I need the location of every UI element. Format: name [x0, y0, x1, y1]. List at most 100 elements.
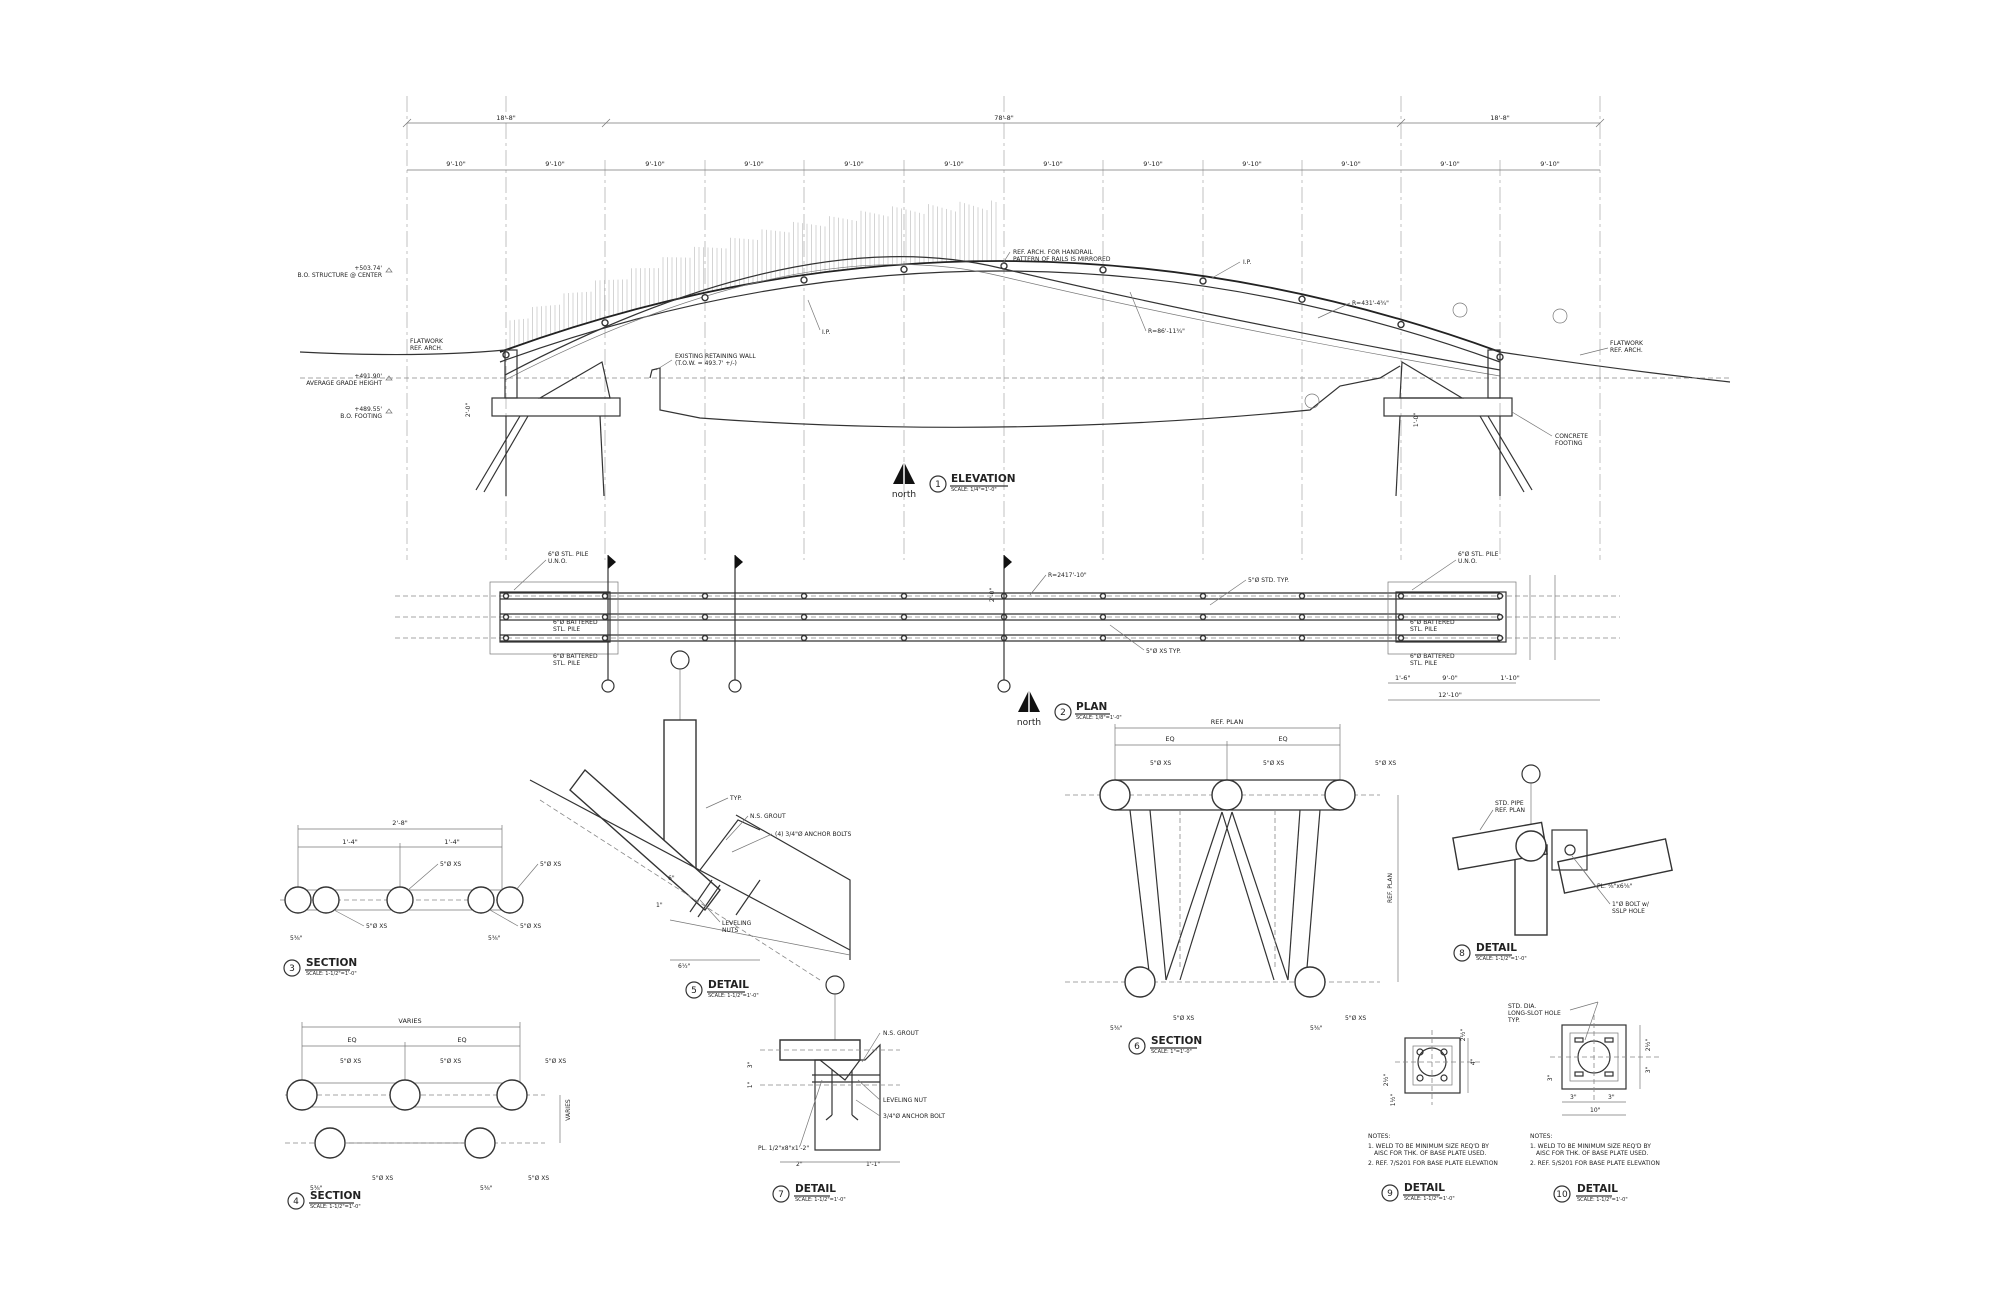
- dim-bay: 9'-10": [944, 160, 964, 168]
- plan-node: [601, 613, 609, 621]
- detail10-note: 1. WELD TO BE MINIMUM SIZE REQ'D BY: [1530, 1143, 1651, 1150]
- detail9-note: 1. WELD TO BE MINIMUM SIZE REQ'D BY: [1368, 1143, 1489, 1150]
- section4-small-dim: 5⅜": [480, 1185, 493, 1192]
- view-scale: SCALE: 1-1/2"=1'-0": [306, 971, 357, 977]
- battered-pile-left-1b: STL. PILE: [553, 626, 580, 633]
- dim-bay: 9'-10": [1143, 160, 1163, 168]
- view-number: 3: [289, 964, 295, 974]
- elev-marker-2-label: AVERAGE GRADE HEIGHT: [306, 380, 382, 387]
- view-title: DETAIL: [795, 1183, 836, 1195]
- dim-bay: 9'-10": [645, 160, 665, 168]
- battered-pile-left-1: 6"Ø BATTERED: [553, 619, 598, 626]
- section6-title-block: 6 SECTION SCALE: 1"=1'-0": [1128, 1035, 1202, 1055]
- detail9-notes-head: NOTES:: [1368, 1133, 1391, 1140]
- battered-pile-left-2b: STL. PILE: [553, 660, 580, 667]
- detail7-dim: 1": [747, 1081, 754, 1088]
- handrail-pickets: [509, 200, 997, 349]
- view-scale: SCALE: 1-1/2"=1'-0": [795, 1197, 846, 1203]
- view-title: SECTION: [310, 1190, 361, 1202]
- detail10-hole-3: TYP.: [1507, 1017, 1520, 1024]
- detail-7: N.S. GROUT LEVELING NUT 3/4"Ø ANCHOR BOL…: [747, 975, 945, 1203]
- plan-north-label: north: [1017, 718, 1041, 728]
- view-number: 2: [1060, 708, 1066, 718]
- section4-dim-eq: EQ: [457, 1036, 466, 1044]
- elevation-callouts: FLATWORK REF. ARCH. FLATWORK REF. ARCH. …: [410, 249, 1644, 447]
- flatwork-left-ref: REF. ARCH.: [410, 345, 443, 352]
- detail-8: STD. PIPE REF. PLAN PL. ⅝"x6⅝" 1"Ø BOLT …: [1452, 764, 1673, 962]
- radius-mid-label: R=86'-11¾": [1148, 328, 1185, 335]
- truss-node: [502, 351, 510, 359]
- plan-node: [601, 634, 609, 642]
- detail-5: TYP. N.S. GROUT (4) 3/4"Ø ANCHOR BOLTS L…: [529, 650, 851, 999]
- detail5-grout: N.S. GROUT: [750, 813, 786, 820]
- section4-label: 5"Ø XS: [340, 1058, 361, 1065]
- plan-node: [701, 634, 709, 642]
- detail7-dim: 2": [796, 1161, 803, 1168]
- dim-top-left: 18'-8": [496, 114, 516, 122]
- dim-bay: 9'-10": [744, 160, 764, 168]
- truss-node: [1397, 320, 1405, 329]
- view-title: SECTION: [1151, 1035, 1202, 1047]
- plan-std-label: 5"Ø STD. TYP.: [1248, 577, 1289, 584]
- view-title: PLAN: [1076, 701, 1107, 713]
- detail7-title-block: 7 DETAIL SCALE: 1-1/2"=1'-0": [772, 1183, 846, 1203]
- flatwork-right-label: FLATWORK: [1610, 340, 1644, 347]
- detail9-dim: 4": [1470, 1058, 1477, 1065]
- section6-label: 5"Ø XS: [1173, 1015, 1194, 1022]
- arch-nodes: [502, 262, 1504, 361]
- detail10-dim: 10": [1590, 1107, 1601, 1114]
- detail7-grout: N.S. GROUT: [883, 1030, 919, 1037]
- dim-bay: 9'-10": [1540, 160, 1560, 168]
- detail5-nuts-2: NUTS: [722, 927, 739, 934]
- view-scale: SCALE: 1-1/2"=1'-0": [1404, 1196, 1455, 1202]
- plan-node: [900, 592, 908, 600]
- plan-node: [1397, 634, 1405, 642]
- elevation-grid: [406, 96, 1601, 560]
- section6-small-dim: 5⅜": [1110, 1025, 1123, 1032]
- section3-label: 5"Ø XS: [520, 923, 541, 930]
- plan-node: [1397, 613, 1405, 621]
- dim-top-right: 18'-8": [1490, 114, 1510, 122]
- view-scale: SCALE: 1-1/2"=1'-0": [708, 993, 759, 999]
- handrail-note-2: PATTERN OF RAILS IS MIRRORED: [1013, 256, 1111, 263]
- plan-dims-right: 1'-6" 9'-0" 1'-10" 12'-10": [1388, 575, 1600, 701]
- section4-label: 5"Ø XS: [440, 1058, 461, 1065]
- view-scale: SCALE: 1-1/2"=1'-0": [310, 1204, 361, 1210]
- truss-node: [800, 276, 808, 284]
- detail8-bolt: 1"Ø BOLT w/: [1612, 901, 1650, 908]
- detail7-leveling: LEVELING NUT: [883, 1097, 927, 1104]
- elev-marker-1-label: B.O. STRUCTURE @ CENTER: [298, 272, 382, 279]
- plan-node: [800, 634, 808, 642]
- detail5-nuts: LEVELING: [722, 920, 752, 927]
- elevation-bay-dims: 9'-10" 9'-10" 9'-10" 9'-10" 9'-10" 9'-10…: [407, 160, 1600, 171]
- battered-pile-right-2: 6"Ø BATTERED: [1410, 653, 1455, 660]
- retaining-wall-label: EXISTING RETAINING WALL: [675, 353, 756, 360]
- truss-node: [701, 293, 709, 302]
- detail8-plate: PL. ⅝"x6⅝": [1597, 883, 1633, 890]
- view-scale: SCALE: 1-1/2"=1'-0": [1476, 956, 1527, 962]
- plan-node: [1199, 592, 1207, 600]
- truss-node: [1099, 266, 1107, 274]
- plan-dim-vertical: 2'-0": [989, 588, 996, 602]
- elev-marker-3-label: B.O. FOOTING: [340, 413, 382, 420]
- plan-dim-a: 1'-6": [1395, 674, 1410, 682]
- view-number: 4: [293, 1197, 299, 1207]
- footing-label-2: FOOTING: [1555, 440, 1583, 447]
- wp-right-label: I.P.: [1243, 259, 1251, 266]
- plan-node: [502, 592, 510, 600]
- section4-dim-top: VARIES: [398, 1017, 421, 1025]
- section3-small-dim: 5⅜": [290, 935, 303, 942]
- plan-node: [1496, 592, 1504, 600]
- section6-dim-eq: EQ: [1278, 735, 1287, 743]
- section6-label: 5"Ø XS: [1263, 760, 1284, 767]
- detail9-dim: 1½": [1390, 1094, 1397, 1107]
- section4-small-dim: 5⅜": [310, 1185, 323, 1192]
- plan-radius-label: R=2417'-10": [1048, 572, 1087, 579]
- detail5-dim-a: 1": [656, 902, 663, 909]
- plan-view: 6"Ø STL. PILE U.N.O. 6"Ø STL. PILE U.N.O…: [395, 551, 1620, 728]
- truss-node: [1298, 295, 1306, 303]
- section4-label: 5"Ø XS: [372, 1175, 393, 1182]
- detail-10: STD. DIA. LONG-SLOT HOLE TYP. 2½" 3" 3" …: [1507, 1001, 1660, 1203]
- section4-dim-eq: EQ: [347, 1036, 356, 1044]
